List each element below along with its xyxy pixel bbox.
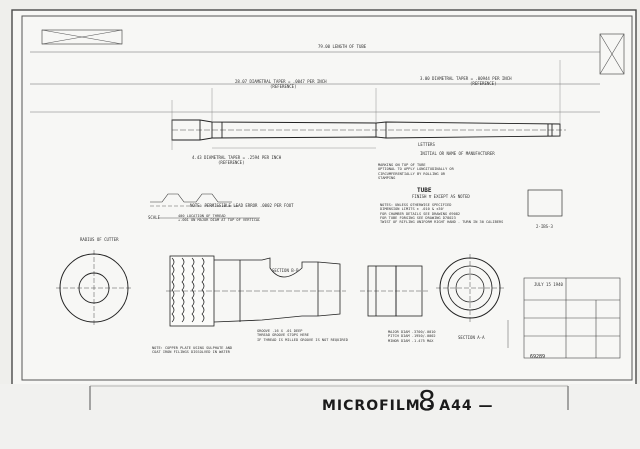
title-block <box>523 277 621 359</box>
microfilm-caption: MICROFILM - A44 — <box>322 398 494 414</box>
groove-note: GROOVE .16 X .01 DEEP THREAD GROOVE STOP… <box>257 329 348 342</box>
thread-location-note: 400 LOCATION OF THREAD +.001 ON MAJOR DI… <box>178 214 261 223</box>
drawing-number: 69289 <box>530 354 546 360</box>
marking-note: MARKING ON TOP OF TUBE OPTIONAL TO APPLY… <box>378 163 454 180</box>
diametral-taper-1-ref: (REFERENCE) <box>270 84 297 89</box>
bore-dimensions: MAJOR DIAM .3700/.0010 PITCH DIAM .1950/… <box>388 330 436 343</box>
detail-label: 2-IBS-3 <box>536 224 553 229</box>
diametral-taper-2-label: 3.00 DIAMETRAL TAPER = .00944 PER INCH <box>420 76 512 81</box>
breech-end-view <box>56 250 132 326</box>
general-notes: NOTES: UNLESS OTHERWISE SPECIFIED DIMENS… <box>380 203 504 225</box>
copper-plate-note: NOTE: COPPER PLATE USING SULPHATE AND CO… <box>152 346 233 355</box>
scale-label: SCALE <box>148 215 161 220</box>
section-aa-label: SECTION A-A <box>458 335 485 340</box>
radius-of-cutter-label: RADIUS OF CUTTER <box>80 237 119 242</box>
middle-section <box>360 265 430 317</box>
lead-error-note: NOTE: PERMISSIBLE LEAD ERROR .0002 PER F… <box>190 203 294 208</box>
part-title: TUBE <box>417 187 432 194</box>
section-aa-view <box>436 254 504 322</box>
frame-number: 8 <box>418 384 436 417</box>
initial-name-label: INITIAL OR NAME OF MANUFACTURER <box>420 151 495 156</box>
diametral-taper-2-ref: (REFERENCE) <box>470 81 497 86</box>
breech-section <box>166 255 346 327</box>
diametral-taper-3-ref: (REFERENCE) <box>218 160 245 165</box>
diametral-taper-1-label: 28.07 DIAMETRAL TAPER = .0047 PER INCH <box>235 79 327 84</box>
length-of-tube-label: 79.00 LENGTH OF TUBE <box>318 44 367 49</box>
date-stamp: JULY 15 1940 <box>534 282 563 287</box>
diametral-taper-3-label: 4.43 DIAMETRAL TAPER = .2594 PER INCH <box>192 155 282 160</box>
letters-label: LETTERS <box>418 142 435 147</box>
section-bb-label: SECTION B-B <box>272 268 299 273</box>
finish-note: FINISH ∇ EXCEPT AS NOTED <box>412 194 470 199</box>
